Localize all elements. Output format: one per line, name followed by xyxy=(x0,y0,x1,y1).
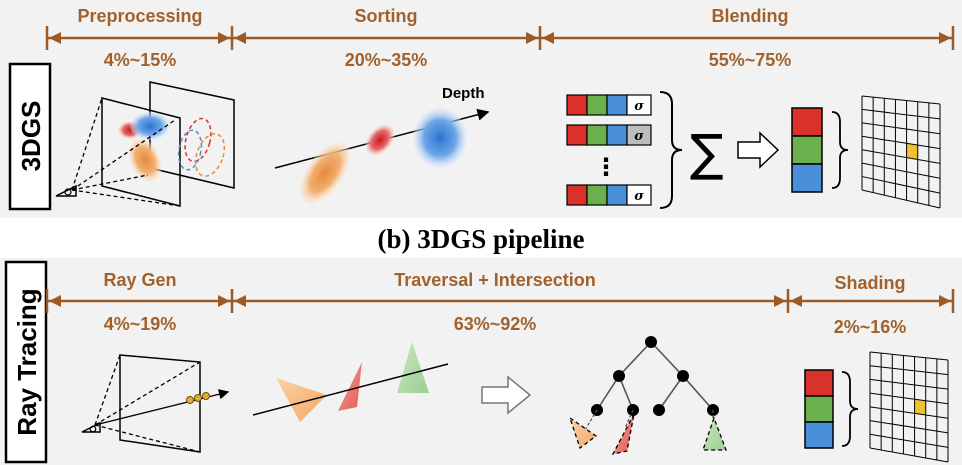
pct-traversal-intersection: 63%~92% xyxy=(454,314,537,334)
3dgs-side-label-box: 3DGS xyxy=(8,62,52,211)
highlighted-pixel xyxy=(914,399,926,416)
bvh-tree xyxy=(568,336,727,455)
grid-line xyxy=(869,378,949,390)
pixel-grid xyxy=(861,95,941,209)
grid-line xyxy=(861,149,941,164)
ellipsis: ⋮ xyxy=(594,153,618,181)
stage-sorting: Sorting xyxy=(355,6,418,26)
grid-line xyxy=(869,447,949,463)
stage-shading: Shading xyxy=(835,273,906,293)
camera-eye-icon xyxy=(81,421,101,433)
opacity-symbol: σ xyxy=(634,129,644,144)
grid-line xyxy=(869,433,949,448)
opacity-symbol: σ xyxy=(634,189,644,204)
3dgs-timeline xyxy=(45,26,955,50)
caption: (b) 3DGS pipeline xyxy=(377,224,584,254)
stage-ray-gen: Ray Gen xyxy=(103,270,176,290)
triangle-ray-illustration xyxy=(252,342,449,422)
gaussian-row: σ xyxy=(566,124,652,146)
grid-line xyxy=(861,189,941,209)
hollow-right-arrow-icon xyxy=(737,131,780,169)
gaussian-row: σ xyxy=(566,94,652,116)
grid-line xyxy=(869,365,949,376)
grid-line xyxy=(869,420,949,434)
sorting-illustration xyxy=(274,108,490,205)
pct-preprocessing: 4%~15% xyxy=(104,50,177,70)
stage-preprocessing: Preprocessing xyxy=(77,6,202,26)
depth-label: Depth xyxy=(442,85,485,102)
highlighted-pixel xyxy=(906,143,918,160)
grid-line xyxy=(861,95,941,105)
pct-shading: 2%~16% xyxy=(834,317,907,337)
pct-blending: 55%~75% xyxy=(709,50,792,70)
brace-icon xyxy=(659,91,683,209)
grid-line xyxy=(869,406,949,419)
hollow-right-arrow-icon xyxy=(481,375,532,415)
grid-line xyxy=(861,122,941,135)
grid-line xyxy=(861,176,941,194)
grid-line xyxy=(861,108,941,120)
summation-icon: ∑ xyxy=(690,124,724,182)
camera-eye-icon xyxy=(55,184,77,197)
grid-line xyxy=(861,162,941,179)
opacity-symbol: σ xyxy=(634,99,644,114)
stage-blending: Blending xyxy=(712,6,789,26)
ray-gen-illustration xyxy=(94,354,230,453)
grid-line xyxy=(861,135,941,150)
grid-line xyxy=(869,392,949,405)
pct-ray-gen: 4%~19% xyxy=(104,314,177,334)
grid-line xyxy=(869,351,949,361)
brace-icon xyxy=(841,371,859,447)
gaussian-row: σ xyxy=(566,184,652,206)
preprocessing-illustration xyxy=(71,81,235,207)
brace-icon xyxy=(831,111,849,189)
ray-tracing-side-label-box: Ray Tracing xyxy=(4,260,48,464)
stage-traversal-intersection: Traversal + Intersection xyxy=(394,270,596,290)
3dgs-side-label: 3DGS xyxy=(16,101,46,172)
result-color-block xyxy=(791,107,823,193)
result-color-block xyxy=(804,369,834,449)
ray-tracing-side-label: Ray Tracing xyxy=(12,288,42,435)
pixel-grid xyxy=(869,351,949,463)
ray-tracing-timeline xyxy=(45,289,955,313)
pct-sorting: 20%~35% xyxy=(345,50,428,70)
ray-tracing-panel xyxy=(0,258,962,465)
blending-gaussian-list: σ σ ⋮ σ xyxy=(566,94,652,206)
